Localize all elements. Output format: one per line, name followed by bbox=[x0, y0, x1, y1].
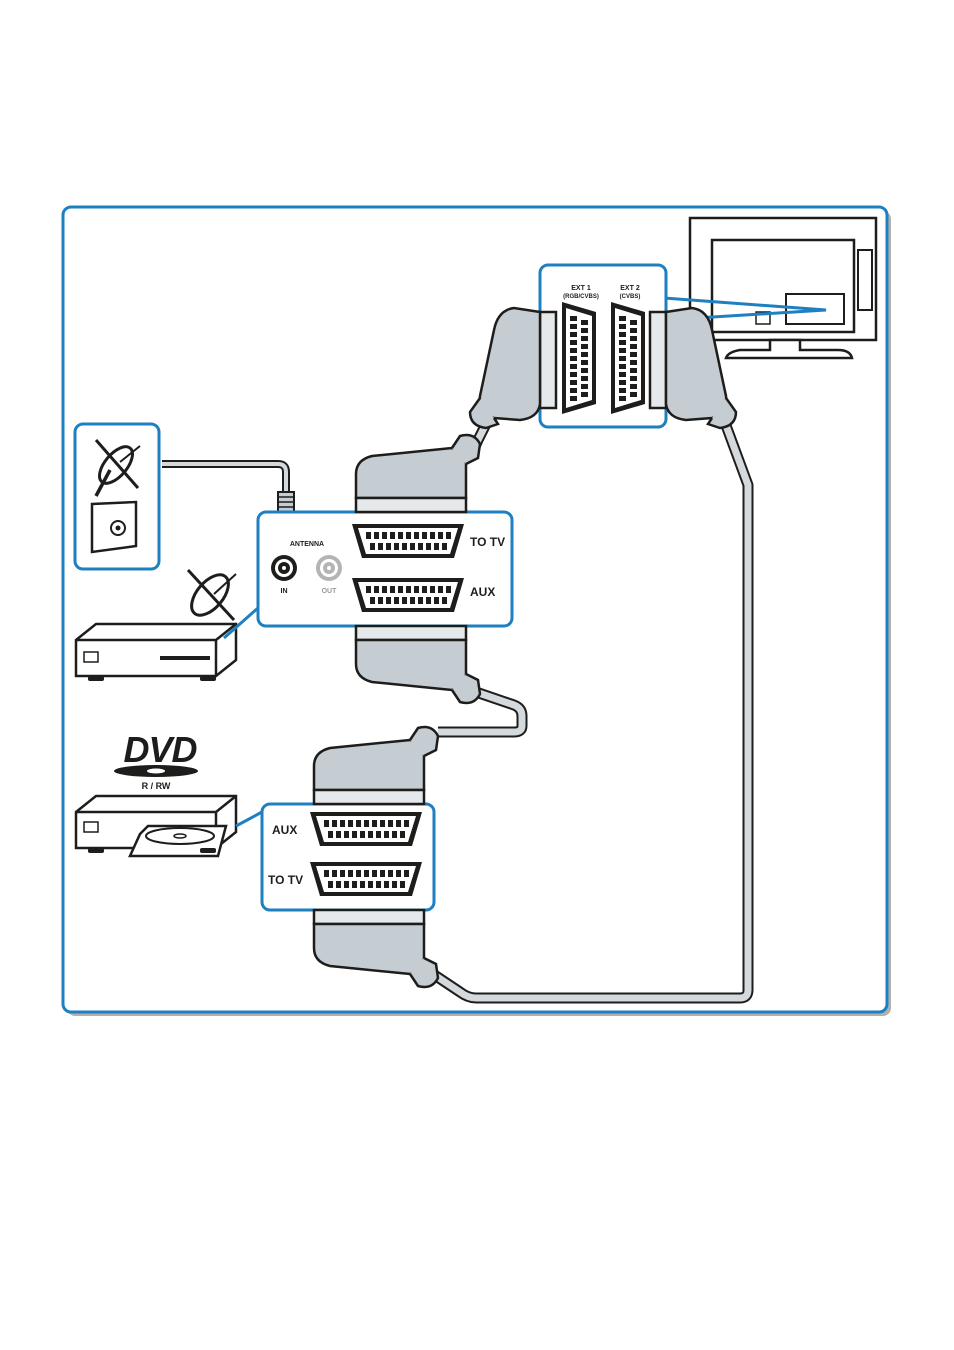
ext1-scart-socket bbox=[562, 302, 596, 414]
dvd-callout-line bbox=[235, 810, 263, 828]
scart-plug-dvd-aux bbox=[312, 725, 440, 806]
receiver-aux-scart-socket bbox=[352, 578, 464, 612]
wall-socket-icon bbox=[90, 500, 138, 554]
ext1-sublabel: (RGB/CVBS) bbox=[563, 294, 599, 300]
dvd-logo-sublabel: R / RW bbox=[142, 781, 171, 791]
dvd-aux-scart-socket bbox=[310, 812, 422, 846]
antenna-in-jack bbox=[271, 555, 297, 581]
ext2-scart-socket bbox=[611, 302, 645, 414]
dvd-to-tv-label: TO TV bbox=[268, 873, 303, 887]
satellite-dish-icon bbox=[94, 439, 141, 497]
scart-plug-receiver-aux bbox=[354, 624, 482, 705]
ext2-label: EXT 2 bbox=[620, 285, 640, 292]
tv-scart-panel bbox=[538, 263, 668, 429]
antenna-out-label: OUT bbox=[322, 588, 338, 595]
ext1-label: EXT 1 bbox=[571, 285, 591, 292]
satellite-receiver-icon bbox=[74, 568, 238, 681]
scart-plug-dvd-to-tv bbox=[312, 908, 440, 989]
dvd-logo: DVD R / RW bbox=[114, 729, 198, 791]
antenna-in-label: IN bbox=[281, 588, 288, 595]
receiver-callout-line bbox=[223, 606, 259, 640]
tv-icon bbox=[688, 216, 878, 360]
scart-plug-tv-ext2 bbox=[648, 306, 738, 430]
receiver-to-tv-label: TO TV bbox=[470, 535, 505, 549]
dvd-recorder-icon bbox=[74, 794, 238, 858]
tv-callout-line bbox=[663, 296, 827, 322]
receiver-to-tv-scart-socket bbox=[352, 524, 464, 558]
antenna-out-jack bbox=[316, 555, 342, 581]
scart-plug-receiver-to-tv bbox=[354, 433, 482, 514]
receiver-aux-label: AUX bbox=[470, 585, 495, 599]
dvd-logo-text: DVD bbox=[123, 729, 196, 770]
dvd-to-tv-scart-socket bbox=[310, 862, 422, 896]
dvd-aux-label: AUX bbox=[272, 823, 297, 837]
scart-plug-tv-ext1 bbox=[468, 306, 558, 430]
antenna-label: ANTENNA bbox=[290, 541, 324, 548]
ext2-sublabel: (CVBS) bbox=[620, 294, 641, 300]
